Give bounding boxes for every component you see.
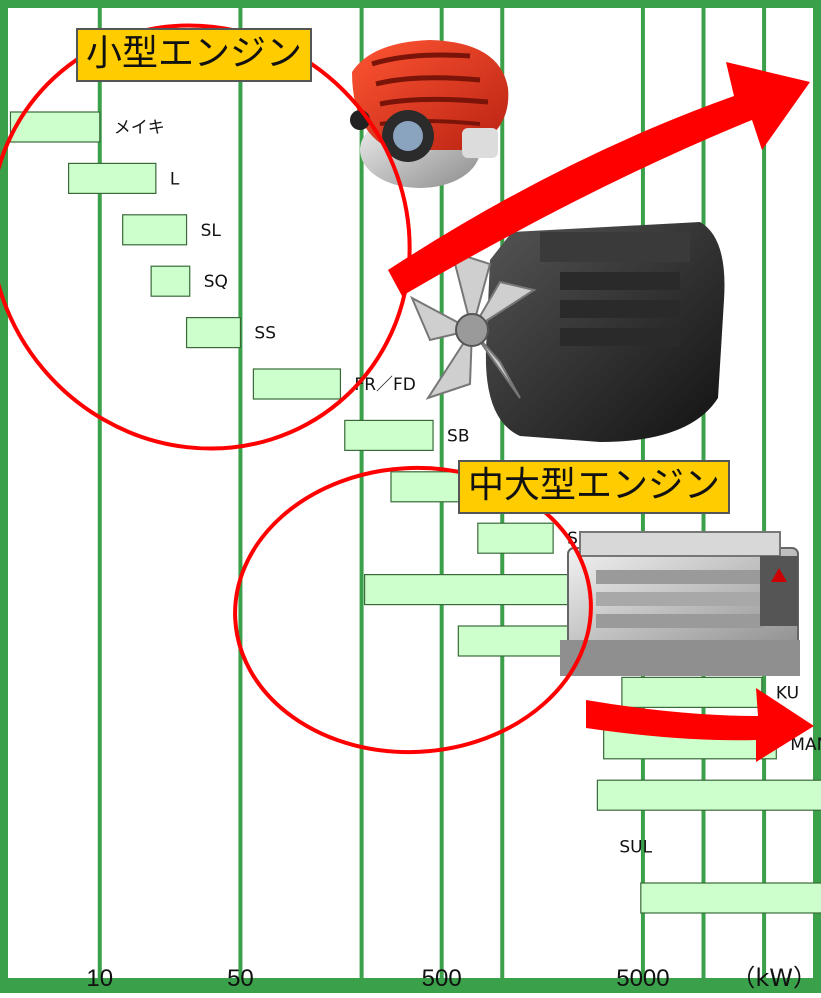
bar-label-5: SS	[254, 324, 276, 344]
bar-9	[477, 522, 554, 554]
large-engine-callout: 中大型エンジン	[458, 460, 731, 514]
bar-6	[252, 368, 342, 400]
bar-14	[596, 779, 821, 811]
lower-arrow	[586, 688, 814, 762]
x-axis-labels: 10 50 500 5000 （kW）	[86, 964, 817, 992]
small-engine-callout: 小型エンジン	[76, 28, 313, 82]
small-engine-ellipse	[0, 23, 412, 451]
bar-label-15: SUL	[619, 838, 652, 858]
bar-1	[9, 111, 101, 143]
x-tick-label-1: 50	[227, 965, 254, 992]
x-tick-label-3: 5000	[616, 965, 669, 992]
unit-label: （kW）	[731, 964, 817, 992]
bar-label-6: FR／FD	[354, 375, 415, 395]
bar-10	[363, 573, 579, 606]
medium-engine-image	[409, 222, 725, 442]
x-tick-label-2: 500	[422, 965, 462, 992]
small-engine-image	[350, 40, 509, 188]
upper-arrow	[388, 62, 810, 296]
range-bars	[9, 111, 821, 914]
x-tick-label-0: 10	[86, 965, 113, 992]
bar-label-4: SQ	[204, 272, 228, 292]
bar-7	[344, 419, 434, 451]
bar-label-3: SL	[201, 221, 222, 241]
bar-label-7: SB	[447, 426, 469, 446]
bar-16	[640, 882, 821, 914]
overlays	[0, 23, 814, 762]
bar-label-12: KU	[776, 683, 799, 703]
large-engine-ellipse	[233, 465, 593, 755]
bar-4	[150, 265, 191, 297]
bar-2	[67, 162, 157, 194]
bar-12	[621, 676, 763, 709]
bar-label-2: L	[170, 169, 180, 189]
large-engine-image	[560, 531, 800, 676]
bar-5	[185, 317, 242, 349]
bar-label-1: メイキ	[114, 118, 165, 138]
bar-3	[122, 214, 188, 246]
bar-label-13: MAN	[790, 735, 821, 755]
